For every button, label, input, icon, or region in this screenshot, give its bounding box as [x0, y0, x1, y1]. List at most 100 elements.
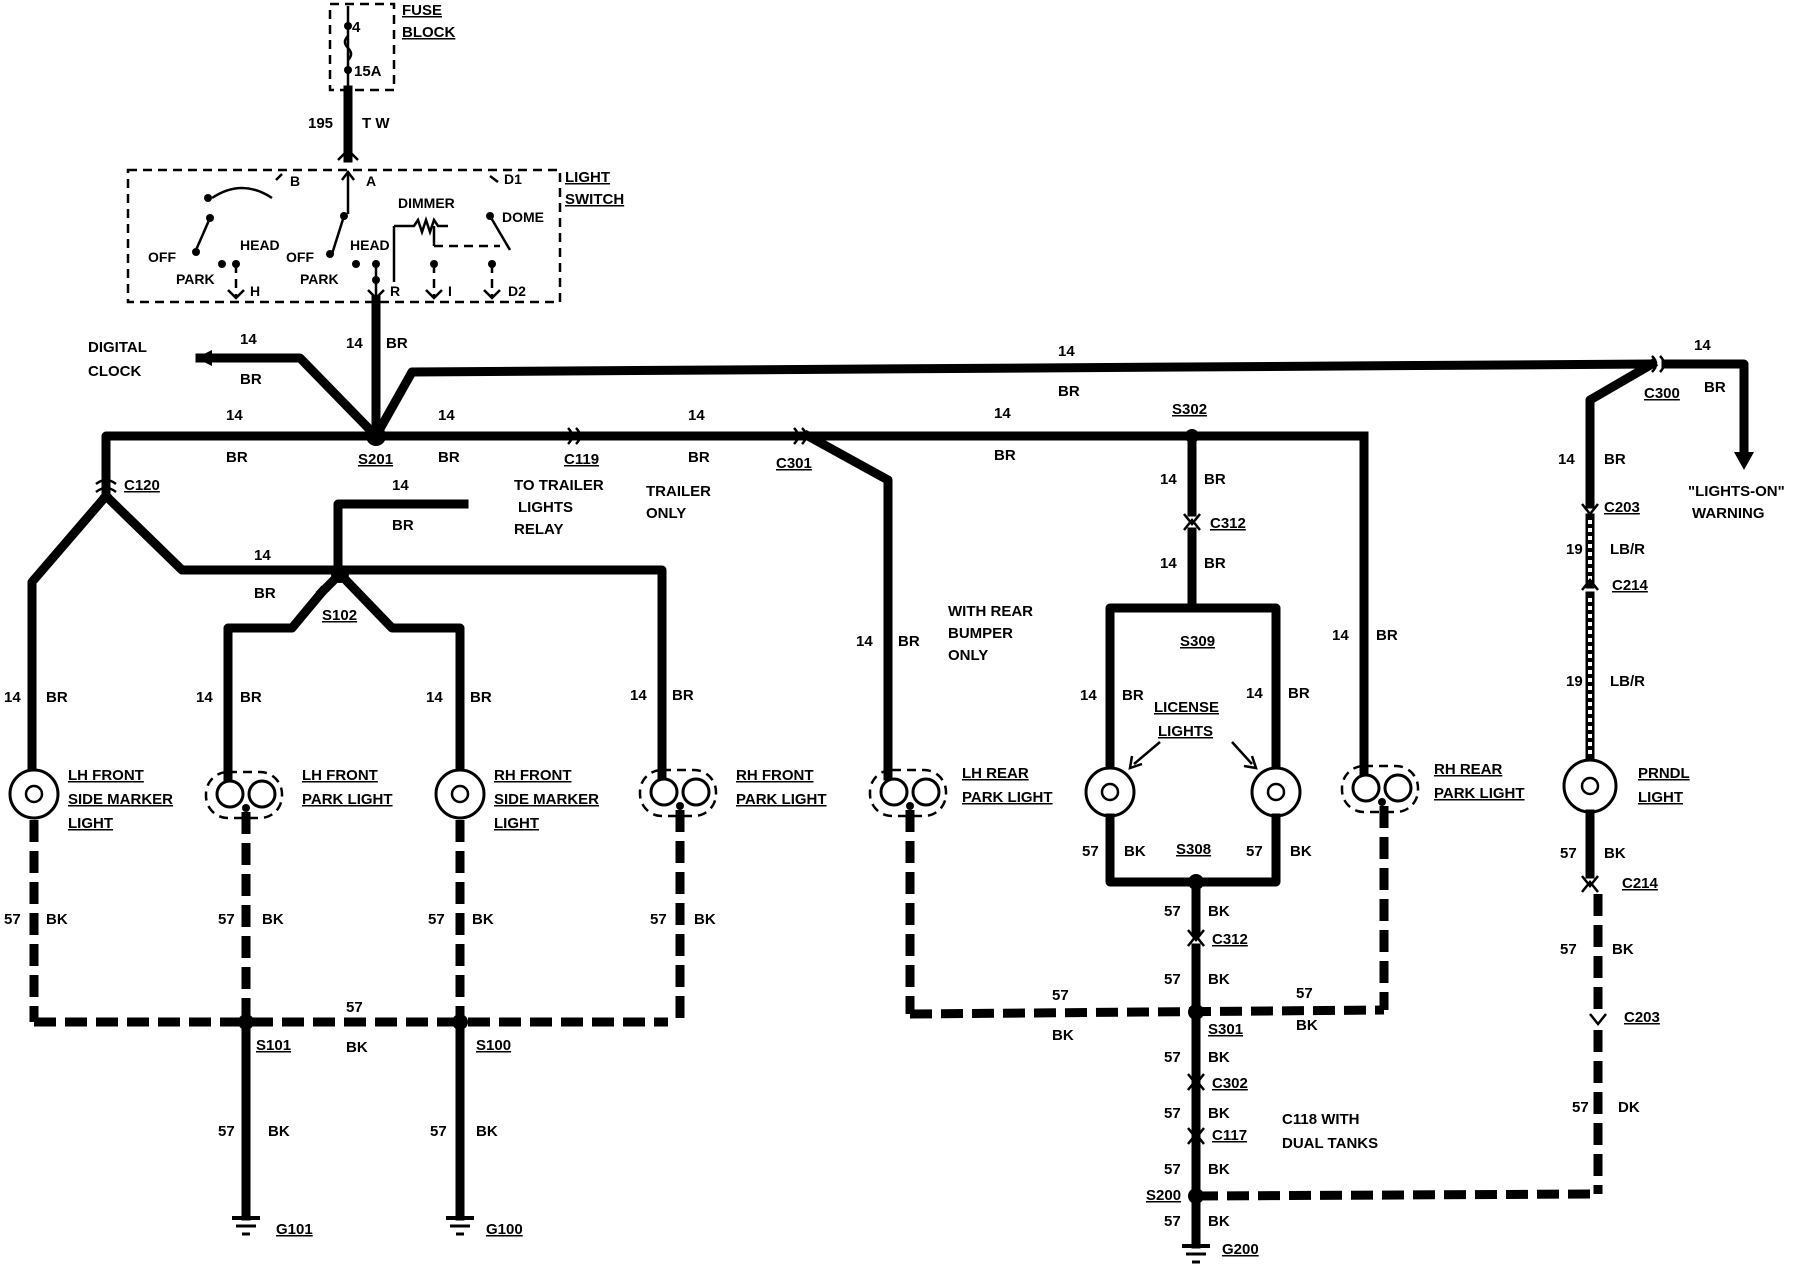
- wire-gauge-57: 57: [1246, 843, 1263, 860]
- wire-color: BR: [240, 689, 262, 706]
- wire-gauge-57: 57: [1560, 941, 1577, 958]
- wire-color-bk: BK: [1612, 941, 1634, 958]
- connector-c312: C312: [1210, 515, 1246, 532]
- term-a: A: [366, 173, 376, 189]
- connector-c214: C214: [1612, 577, 1649, 594]
- lamp-label: RH FRONT: [494, 767, 572, 784]
- lamp-label: PARK LIGHT: [1434, 785, 1525, 802]
- wire-color-bk: BK: [1124, 843, 1146, 860]
- wire-color-bk: BK: [476, 1123, 498, 1140]
- wire-gauge-57: 57: [1164, 971, 1181, 988]
- park-label-2: PARK: [300, 271, 339, 287]
- lamp-rh-front-park: RH FRONT PARK LIGHT: [638, 767, 827, 818]
- wire-gauge: 14: [1246, 685, 1263, 702]
- wire-color: BR: [240, 371, 262, 388]
- wire-gauge: 14: [240, 331, 257, 348]
- ground-label: G101: [276, 1221, 313, 1238]
- wire-color: BR: [1122, 687, 1144, 704]
- fuse-block-label: FUSE: [402, 2, 442, 19]
- splice-s201: S201: [358, 451, 393, 468]
- wire-color-bk: BK: [472, 911, 494, 928]
- rear-bumper-label-3: ONLY: [948, 647, 988, 664]
- lamp-label: PARK LIGHT: [736, 791, 827, 808]
- lamp-lh-front-side-marker: LH FRONT SIDE MARKER LIGHT: [8, 767, 173, 832]
- wire-color: BR: [254, 585, 276, 602]
- light-switch-label: LIGHT: [565, 169, 610, 186]
- wire-gauge-57: 57: [1296, 985, 1313, 1002]
- connector-c302: C302: [1212, 1075, 1248, 1092]
- splice-s309: S309: [1180, 633, 1215, 650]
- wire-gauge: 14: [856, 633, 873, 650]
- feed-wire: 195 T W: [308, 85, 390, 163]
- wire-gauge: 14: [254, 547, 271, 564]
- term-r: R: [390, 283, 400, 299]
- digital-clock-label-2: CLOCK: [88, 363, 141, 380]
- wire-gauge-57: 57: [428, 911, 445, 928]
- wire-gauge-57: 57: [1572, 1099, 1589, 1116]
- lamp-label: LIGHT: [1638, 789, 1683, 806]
- lamp-label: SIDE MARKER: [68, 791, 173, 808]
- lamp-label: PARK LIGHT: [302, 791, 393, 808]
- wire-gauge-57: 57: [1082, 843, 1099, 860]
- dimmer-label: DIMMER: [398, 195, 455, 211]
- wire-color-bk: BK: [1052, 1027, 1074, 1044]
- wire-gauge: 14: [1332, 627, 1349, 644]
- wire-color: BR: [470, 689, 492, 706]
- wire-color: BR: [1058, 383, 1080, 400]
- wire-color: BR: [46, 689, 68, 706]
- fuse-block: 4 15A FUSE BLOCK: [328, 2, 455, 92]
- splice-s200: S200: [1146, 1187, 1181, 1204]
- wire-color: BR: [672, 687, 694, 704]
- lamp-label: RH REAR: [1434, 761, 1503, 778]
- lamp-rh-front-side-marker: RH FRONT SIDE MARKER LIGHT: [434, 767, 599, 832]
- lamp-label: PARK LIGHT: [962, 789, 1053, 806]
- lamp-rh-rear-park: RH REAR PARK LIGHT: [1340, 761, 1525, 814]
- wire-color-bk: BK: [46, 911, 68, 928]
- wire-gauge-57: 57: [218, 911, 235, 928]
- term-i: I: [448, 283, 452, 299]
- lamp-label: LIGHT: [494, 815, 539, 832]
- connector-c300: C300: [1644, 385, 1680, 402]
- off-label-2: OFF: [286, 249, 314, 265]
- wire-gauge: 14: [1160, 471, 1177, 488]
- connector-c312-lower: C312: [1212, 931, 1248, 948]
- term-d1: D1: [504, 171, 522, 187]
- trailer-relay-label: TO TRAILER: [514, 477, 604, 494]
- wire-color: BR: [994, 447, 1016, 464]
- wire-gauge-57: 57: [1164, 1213, 1181, 1230]
- wire-gauge: 14: [1558, 451, 1575, 468]
- feed-wire-color: T W: [362, 115, 390, 132]
- lamp-label: LH FRONT: [68, 767, 144, 784]
- ground-g101: G101: [232, 1216, 313, 1238]
- feed-wire-gauge: 195: [308, 115, 333, 132]
- wire-gauge: 14: [1160, 555, 1177, 572]
- trailer-relay-label-3: RELAY: [514, 521, 563, 538]
- wire-gauge-57: 57: [346, 999, 363, 1016]
- trailer-relay-label-2: LIGHTS: [518, 499, 573, 516]
- connector-c203-lower: C203: [1624, 1009, 1660, 1026]
- lamp-license-left: [1084, 766, 1136, 818]
- connector-c301: C301: [776, 455, 812, 472]
- wire-gauge: 14: [426, 689, 443, 706]
- ground-label: G200: [1222, 1241, 1259, 1258]
- wire-gauge: 14: [438, 407, 455, 424]
- wire-color-bk: BK: [1208, 1105, 1230, 1122]
- wire-color-bk: BK: [1208, 1049, 1230, 1066]
- ground-label: G100: [486, 1221, 523, 1238]
- wire-gauge: 14: [1058, 343, 1075, 360]
- lamp-prndl: PRNDL LIGHT: [1562, 758, 1690, 814]
- wire-gauge-57: 57: [650, 911, 667, 928]
- splice-s301: S301: [1208, 1021, 1243, 1038]
- lamp-label: LIGHT: [68, 815, 113, 832]
- lamp-label: RH FRONT: [736, 767, 814, 784]
- wire-color: BR: [1204, 471, 1226, 488]
- wire-color-bk: BK: [268, 1123, 290, 1140]
- head-label: HEAD: [240, 237, 280, 253]
- wire-gauge-57: 57: [1560, 845, 1577, 862]
- wire-color: BR: [1704, 379, 1726, 396]
- wire-gauge: 14: [994, 405, 1011, 422]
- lamp-lh-rear-park: LH REAR PARK LIGHT: [868, 765, 1053, 818]
- wire-color-bk: BK: [1208, 903, 1230, 920]
- term-d2: D2: [508, 283, 526, 299]
- lamp-label: LH FRONT: [302, 767, 378, 784]
